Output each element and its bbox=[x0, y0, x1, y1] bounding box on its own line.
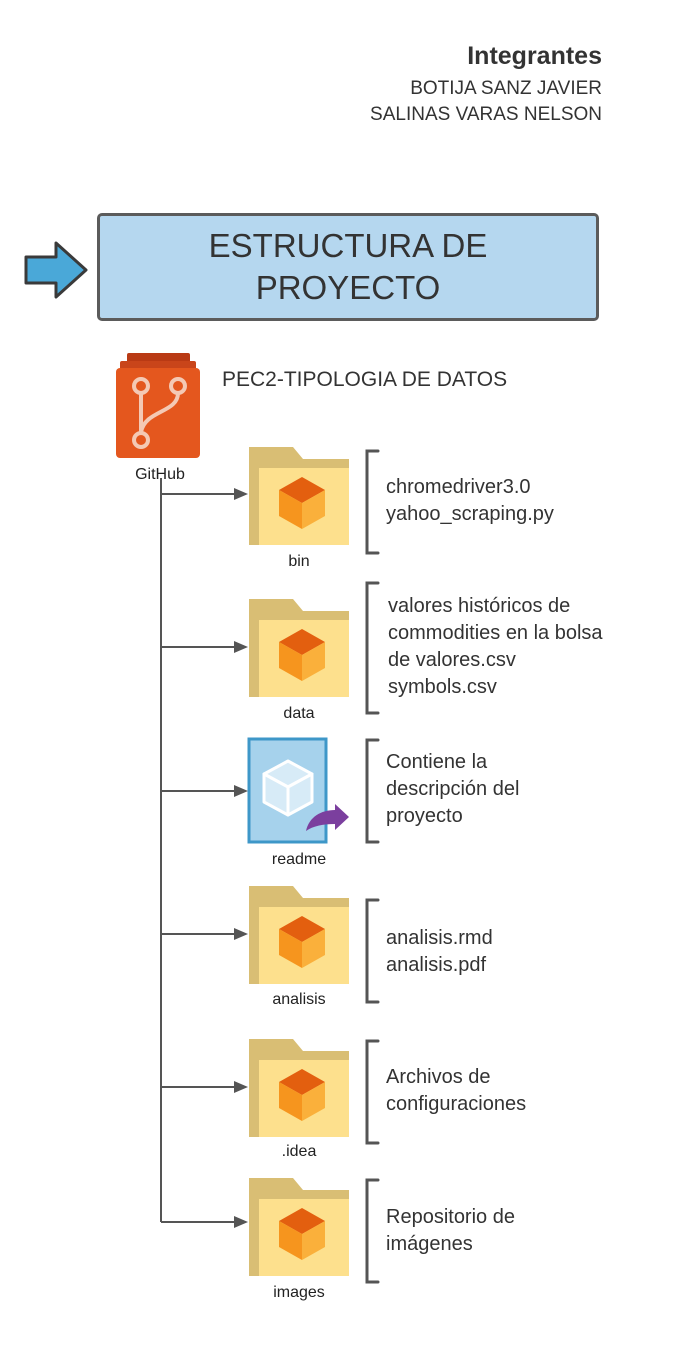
folder-icon bbox=[249, 447, 349, 545]
bracket bbox=[365, 1039, 380, 1145]
description-line: Archivos de bbox=[386, 1066, 491, 1088]
tree-connectors bbox=[160, 478, 236, 1223]
description-brackets bbox=[365, 449, 380, 1284]
bracket bbox=[365, 738, 380, 844]
description-bin: chromedriver3.0 yahoo_scraping.py bbox=[386, 474, 554, 528]
bracket bbox=[365, 1178, 380, 1284]
folder-label-images: images bbox=[273, 1284, 325, 1301]
project-title-line-1: ESTRUCTURA DE bbox=[208, 227, 488, 264]
description-line: commodities en la bolsa bbox=[388, 622, 603, 644]
description-line: analisis.pdf bbox=[386, 954, 487, 976]
description-line: proyecto bbox=[386, 805, 463, 827]
description-images: Repositorio de imágenes bbox=[386, 1204, 515, 1258]
description-readme: Contiene la descripción del proyecto bbox=[386, 749, 519, 830]
folder-icon bbox=[249, 886, 349, 984]
project-title-line-2: PROYECTO bbox=[255, 269, 441, 306]
folder-icon bbox=[249, 599, 349, 697]
description-analisis: analisis.rmd analisis.pdf bbox=[386, 925, 493, 979]
description-line: de valores.csv bbox=[388, 649, 516, 671]
description-line: analisis.rmd bbox=[386, 927, 493, 949]
readme-arrow-icon bbox=[306, 804, 349, 831]
description-line: Contiene la bbox=[386, 751, 488, 773]
description-data: valores históricos de commodities en la … bbox=[388, 593, 603, 701]
github-branch-icon bbox=[116, 353, 200, 458]
folder-icon bbox=[249, 1178, 349, 1276]
description-idea: Archivos de configuraciones bbox=[386, 1064, 526, 1118]
description-line: chromedriver3.0 bbox=[386, 476, 531, 498]
folder-label-idea: .idea bbox=[281, 1143, 317, 1160]
description-line: yahoo_scraping.py bbox=[386, 503, 554, 525]
readme-file-icon bbox=[247, 737, 349, 844]
team-member-1: BOTIJA SANZ JAVIER bbox=[410, 78, 602, 99]
tree-arrowheads bbox=[234, 488, 248, 1228]
team-member-2: SALINAS VARAS NELSON bbox=[370, 104, 602, 125]
github-label: GitHub bbox=[135, 466, 185, 483]
folder-label-analisis: analisis bbox=[272, 991, 326, 1008]
description-line: descripción del bbox=[386, 778, 520, 800]
bracket bbox=[365, 581, 380, 715]
description-line: symbols.csv bbox=[388, 676, 497, 698]
folder-label-data: data bbox=[283, 705, 315, 722]
bracket bbox=[365, 898, 380, 1004]
description-line: imágenes bbox=[386, 1233, 473, 1255]
team-title: Integrantes bbox=[467, 42, 602, 70]
project-title: ESTRUCTURA DE PROYECTO bbox=[188, 225, 508, 309]
repo-name: PEC2-TIPOLOGIA DE DATOS bbox=[222, 368, 508, 391]
file-label-readme: readme bbox=[271, 851, 327, 868]
description-line: valores históricos de bbox=[388, 595, 571, 617]
folder-label-bin: bin bbox=[288, 553, 310, 570]
project-title-box: ESTRUCTURA DE PROYECTO bbox=[97, 213, 599, 321]
description-line: Repositorio de bbox=[386, 1206, 515, 1228]
pointer-arrow-icon bbox=[24, 241, 88, 299]
bracket bbox=[365, 449, 380, 555]
folder-icon bbox=[249, 1039, 349, 1137]
description-line: configuraciones bbox=[386, 1093, 527, 1115]
